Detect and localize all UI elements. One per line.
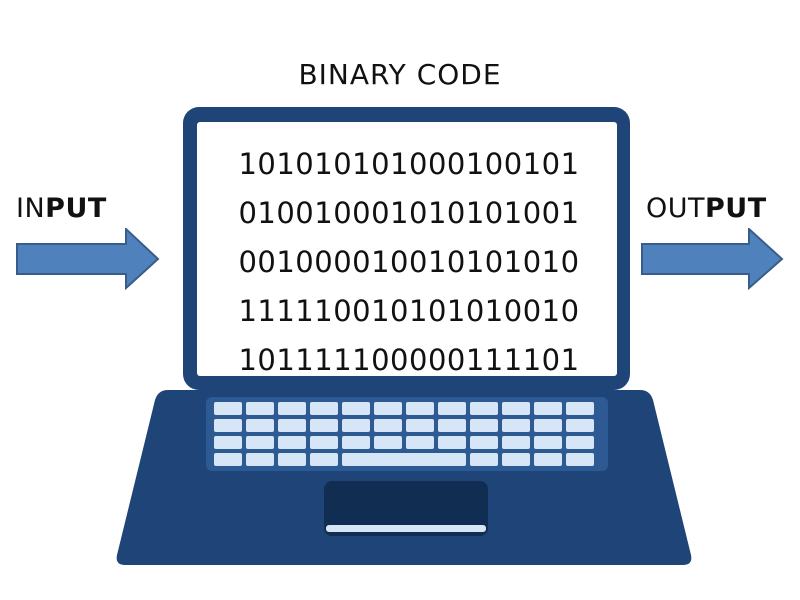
keyboard-key	[214, 436, 242, 449]
keyboard-key	[342, 419, 370, 432]
keyboard-key	[534, 419, 562, 432]
laptop-base	[116, 390, 692, 565]
keyboard-key	[566, 436, 594, 449]
keyboard-key	[310, 436, 338, 449]
keyboard-key	[406, 436, 434, 449]
keyboard-key	[278, 436, 306, 449]
binary-line: 111110010101010010	[238, 294, 580, 328]
input-label: INPUT	[16, 193, 107, 224]
keyboard-key	[534, 453, 562, 466]
keyboard-key	[438, 419, 466, 432]
keyboard-key	[246, 419, 274, 432]
keyboard-key	[502, 436, 530, 449]
keyboard-key	[374, 419, 402, 432]
keyboard-area	[206, 397, 608, 471]
keyboard-key	[342, 436, 370, 449]
binary-line: 001000010010101010	[238, 245, 580, 279]
keyboard-keys	[214, 402, 594, 466]
keyboard-key	[566, 453, 594, 466]
touchpad-button	[326, 525, 486, 532]
keyboard-key	[374, 436, 402, 449]
keyboard-key	[278, 419, 306, 432]
keyboard-key	[310, 419, 338, 432]
keyboard-key	[310, 453, 338, 466]
keyboard-key	[566, 419, 594, 432]
keyboard-key	[470, 419, 498, 432]
keyboard-key	[342, 402, 370, 415]
input-label-suffix: PUT	[45, 193, 107, 224]
keyboard-key	[310, 402, 338, 415]
input-arrow-icon	[16, 228, 160, 290]
input-label-prefix: IN	[16, 193, 46, 224]
keyboard-key	[534, 402, 562, 415]
keyboard-key	[566, 402, 594, 415]
keyboard-key	[246, 402, 274, 415]
keyboard-key	[278, 453, 306, 466]
keyboard-key	[214, 402, 242, 415]
binary-line: 010010001010101001	[238, 196, 580, 230]
keyboard-key	[278, 402, 306, 415]
output-label: OUTPUT	[646, 193, 767, 224]
keyboard-key	[502, 453, 530, 466]
keyboard-key	[246, 436, 274, 449]
diagram-title: BINARY CODE	[298, 58, 502, 91]
output-arrow-icon	[641, 228, 784, 290]
keyboard-key	[406, 402, 434, 415]
binary-code-display: 101010101000100101 010010001010101001 00…	[200, 140, 618, 385]
keyboard-key	[438, 436, 466, 449]
keyboard-key	[502, 419, 530, 432]
binary-line: 101010101000100101	[238, 147, 580, 181]
output-label-prefix: OUT	[646, 193, 706, 224]
keyboard-key	[406, 419, 434, 432]
binary-line: 101111100000111101	[238, 343, 580, 377]
keyboard-key	[374, 402, 402, 415]
output-label-suffix: PUT	[705, 193, 767, 224]
keyboard-key	[470, 436, 498, 449]
keyboard-key	[534, 436, 562, 449]
keyboard-key	[502, 402, 530, 415]
keyboard-key	[246, 453, 274, 466]
keyboard-key	[214, 453, 242, 466]
laptop-lid	[183, 107, 630, 390]
keyboard-key	[214, 419, 242, 432]
keyboard-key	[470, 402, 498, 415]
keyboard-key	[342, 453, 466, 466]
keyboard-key	[438, 402, 466, 415]
keyboard-key	[470, 453, 498, 466]
laptop-screen	[197, 122, 617, 376]
touchpad	[324, 481, 488, 536]
